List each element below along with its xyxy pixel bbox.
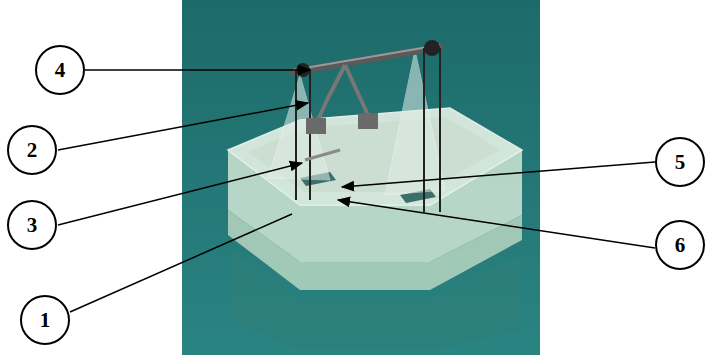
callout-circle: 3	[7, 200, 57, 250]
callout-number: 6	[675, 233, 686, 258]
callout-number: 5	[675, 150, 686, 175]
pulley	[424, 40, 440, 56]
pendulum-arm	[327, 65, 345, 100]
top-shaft	[293, 47, 440, 72]
lever	[305, 150, 340, 160]
belt	[295, 70, 297, 200]
shaft-highlight	[293, 45, 440, 70]
pendulum-weight	[358, 113, 378, 129]
callout-circle: 1	[20, 295, 70, 345]
callout-circle: 6	[655, 220, 705, 270]
callout-number: 2	[27, 138, 38, 163]
belt	[439, 48, 441, 212]
callout-number: 4	[55, 58, 66, 83]
leader-arrow	[85, 69, 310, 71]
leader-arrow	[342, 162, 655, 187]
pendulum-arm	[345, 65, 368, 115]
callout-circle: 5	[655, 137, 705, 187]
leader-arrow	[58, 163, 302, 225]
callout-number: 1	[40, 308, 51, 333]
leader-arrow	[338, 200, 655, 248]
belt	[309, 70, 311, 200]
belt	[423, 48, 425, 212]
callout-circle: 2	[7, 125, 57, 175]
pendulum-weight	[306, 118, 326, 134]
render-background	[182, 0, 540, 355]
hull-deck	[228, 108, 522, 205]
pendulum-arm	[318, 100, 327, 120]
leader-arrow	[58, 103, 308, 150]
frame-plate	[385, 50, 445, 195]
callout-circle: 4	[35, 45, 85, 95]
leader-line	[70, 214, 292, 312]
callout-number: 3	[27, 213, 38, 238]
